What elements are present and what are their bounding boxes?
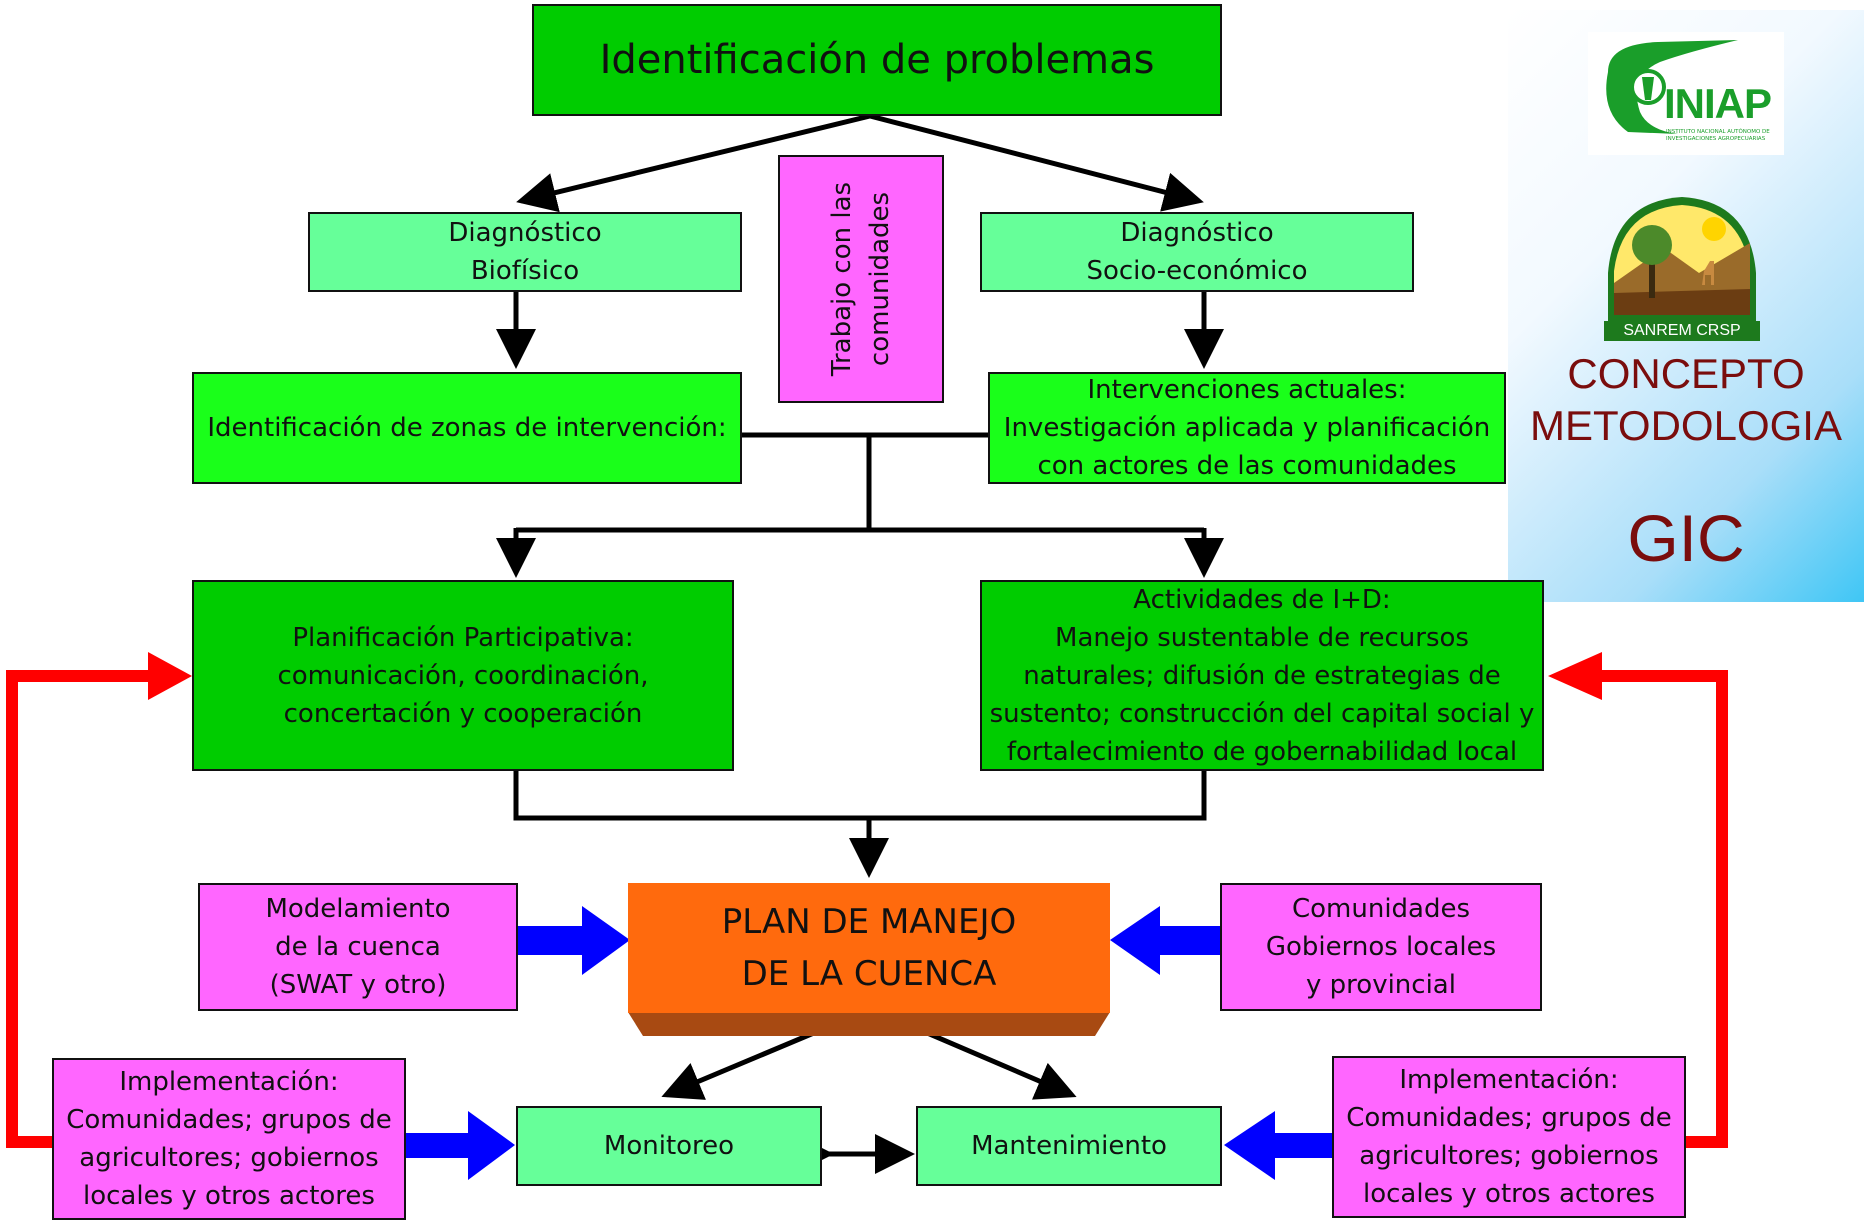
iniap-logo-subtitle: INSTITUTO NACIONAL AUTÓNOMO DE INVESTIGA…: [1666, 129, 1770, 142]
node-zonas-intervencion: Identificación de zonas de intervención:: [192, 372, 742, 484]
node-diagnostico-biofisico: Diagnóstico Biofísico: [308, 212, 742, 292]
node-intervenciones-actuales: Intervenciones actuales: Investigación a…: [988, 372, 1506, 484]
blue-arrow-modelamiento: [517, 906, 630, 975]
iniap-logo-text: INIAP: [1664, 80, 1772, 127]
node-implementacion-derecha: Implementación: Comunidades; grupos de a…: [1332, 1056, 1686, 1218]
node-planificacion-participativa: Planificación Participativa: comunicació…: [192, 580, 734, 771]
red-feedback-left: [6, 670, 150, 1148]
sidebar-metodologia: METODOLOGIA: [1530, 402, 1842, 449]
node-trabajo-comunidades: Trabajo con las comunidades: [778, 155, 944, 403]
blue-arrow-impl-right: [1224, 1111, 1332, 1180]
sidebar-concepto: CONCEPTO: [1567, 350, 1805, 397]
arrow-top-to-socio: [869, 113, 1204, 212]
node-actividades-id: Actividades de I+D: Manejo sustentable d…: [980, 580, 1544, 771]
node-comunidades-gobiernos: Comunidades Gobiernos locales y provinci…: [1220, 883, 1542, 1011]
red-arrowhead-left: [148, 652, 192, 700]
node-plan-manejo-cuenca: PLAN DE MANEJO DE LA CUENCA: [628, 883, 1110, 1013]
arrow-top-to-biofisico: [516, 113, 871, 213]
blue-arrow-comunidades: [1110, 906, 1220, 975]
node-modelamiento-cuenca: Modelamiento de la cuenca (SWAT y otro): [198, 883, 518, 1011]
blue-arrow-impl-left: [405, 1111, 515, 1180]
iniap-logo: INIAP INSTITUTO NACIONAL AUTÓNOMO DE INV…: [1588, 32, 1784, 155]
node-trabajo-comunidades-text: Trabajo con las comunidades: [827, 181, 896, 377]
node-monitoreo: Monitoreo: [516, 1106, 822, 1186]
sidebar-gic: GIC: [1627, 501, 1745, 575]
node-identificacion-problemas: Identificación de problemas: [532, 4, 1222, 116]
sanrem-landscape-icon: [1608, 197, 1756, 321]
node-diagnostico-socioeconomico: Diagnóstico Socio-económico: [980, 212, 1414, 292]
node-mantenimiento: Mantenimiento: [916, 1106, 1222, 1186]
red-arrowhead-right: [1548, 652, 1602, 700]
sanrem-logo-text: SANREM CRSP: [1604, 321, 1760, 341]
iniap-swoosh-icon: [1606, 40, 1738, 134]
sanrem-logo: SANREM CRSP: [1604, 193, 1760, 341]
node-implementacion-izquierda: Implementación: Comunidades; grupos de a…: [52, 1058, 406, 1220]
connector-merge: [513, 771, 1207, 872]
connector-zonas-intervenciones: [741, 432, 988, 530]
plan-box-base: [628, 1012, 1110, 1036]
red-feedback-right: [1600, 670, 1728, 1148]
